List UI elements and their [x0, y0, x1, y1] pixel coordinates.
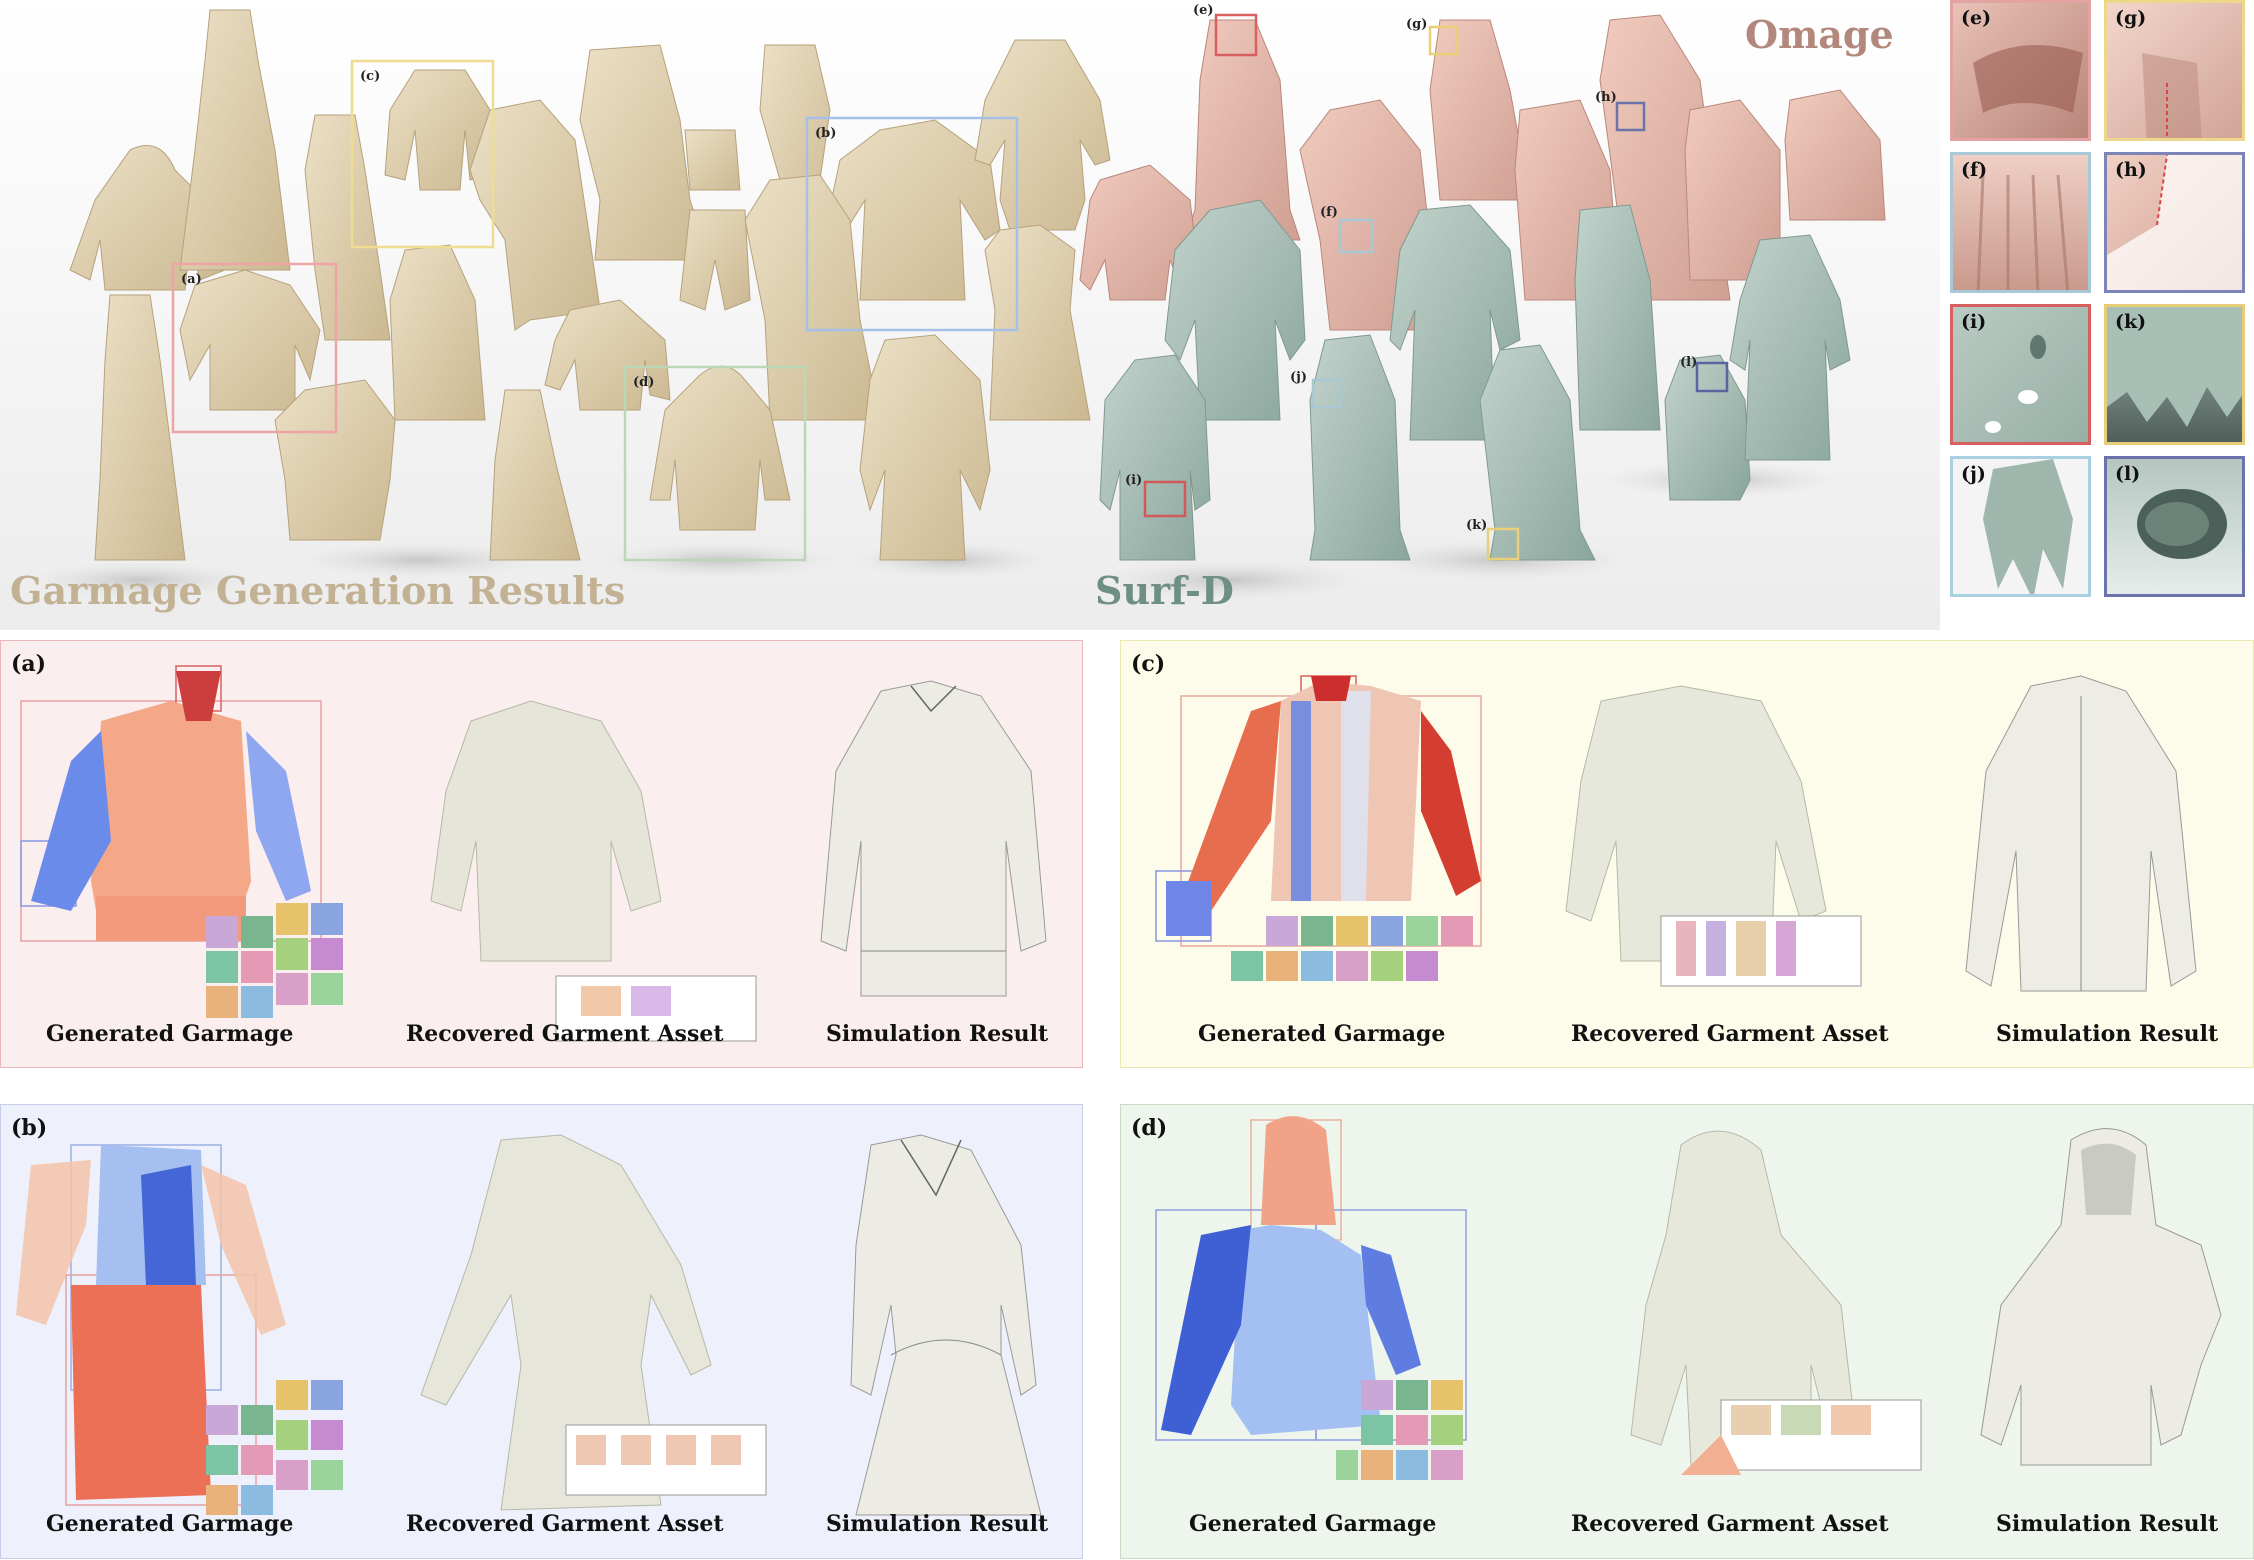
surfd-title: Surf-D: [1095, 568, 1234, 613]
tag-h: (h): [1595, 90, 1617, 105]
panel-d-label: (d): [1131, 1115, 1168, 1141]
tag-k: (k): [1466, 518, 1488, 533]
panel-d: (d) Generated Garmage: [1120, 1104, 2254, 1559]
panel-a-figure: [20, 665, 1047, 1042]
tag-g: (g): [1406, 17, 1428, 32]
panel-b-garmage: [16, 1144, 343, 1515]
teal-garments: [1099, 199, 1851, 561]
panel-c: (c) Generated Garmage R: [1120, 640, 2254, 1068]
omage-title: Omage: [1745, 12, 1894, 57]
top-results-figure: Garmage Generation Results Surf-D Omage …: [0, 0, 2254, 630]
zoom-k-label: (k): [2115, 311, 2147, 333]
zoom-j-label: (j): [1961, 463, 1986, 485]
panel-c-caption-generated: Generated Garmage: [1198, 1021, 1446, 1047]
panel-b-figure: [16, 1134, 1042, 1516]
box-k: [1486, 527, 1520, 561]
panel-a-caption-simulation: Simulation Result: [826, 1021, 1049, 1047]
panel-a-caption-recovered: Recovered Garment Asset: [406, 1021, 724, 1047]
panel-c-figure: [1155, 675, 2197, 992]
zoom-g: (g): [2104, 0, 2245, 141]
zoom-l-label: (l): [2115, 463, 2141, 485]
panel-a-caption-generated: Generated Garmage: [46, 1021, 294, 1047]
panel-c-simulation: [1965, 675, 2197, 992]
zoom-i: (i): [1950, 304, 2091, 445]
panel-a: (a): [0, 640, 1083, 1068]
tag-b: (b): [815, 126, 837, 141]
tag-a: (a): [181, 272, 202, 287]
panel-d-recovered: [1630, 1130, 1922, 1475]
panel-b-simulation: [850, 1134, 1042, 1516]
zoom-f-label: (f): [1961, 159, 1988, 181]
panel-c-caption-recovered: Recovered Garment Asset: [1571, 1021, 1889, 1047]
highlight-boxes: [171, 13, 1729, 562]
tag-j: (j): [1290, 370, 1308, 385]
box-c: [350, 59, 495, 249]
zoom-h: (h): [2104, 152, 2245, 293]
zoom-i-label: (i): [1961, 311, 1987, 333]
box-g: [1428, 25, 1459, 56]
box-j: [1311, 378, 1342, 409]
tag-c: (c): [360, 69, 381, 84]
panel-d-caption-simulation: Simulation Result: [1996, 1511, 2219, 1537]
tag-e: (e): [1193, 3, 1214, 18]
tag-l: (l): [1680, 355, 1698, 370]
zoom-e-label: (e): [1961, 7, 1992, 29]
tag-i: (i): [1125, 473, 1143, 488]
panel-b-caption-recovered: Recovered Garment Asset: [406, 1511, 724, 1537]
panel-c-caption-simulation: Simulation Result: [1996, 1021, 2219, 1047]
zoom-j: (j): [1950, 456, 2091, 597]
floor-shadows: [30, 462, 1840, 600]
panel-b-recovered: [420, 1134, 767, 1511]
panel-d-caption-generated: Generated Garmage: [1189, 1511, 1437, 1537]
tag-f: (f): [1320, 205, 1338, 220]
box-e: [1214, 13, 1258, 57]
garmage-results-title: Garmage Generation Results: [10, 568, 626, 613]
garment-renders: [0, 0, 1940, 630]
panel-b-caption-generated: Generated Garmage: [46, 1511, 294, 1537]
panel-d-figure: [1155, 1116, 2222, 1480]
panel-a-garmage: [20, 665, 343, 1018]
zoom-e: (e): [1950, 0, 2091, 141]
panel-d-caption-recovered: Recovered Garment Asset: [1571, 1511, 1889, 1537]
zoom-g-label: (g): [2115, 7, 2147, 29]
zoom-f: (f): [1950, 152, 2091, 293]
box-f: [1338, 218, 1374, 254]
panel-c-label: (c): [1131, 651, 1166, 677]
panel-a-label: (a): [11, 651, 47, 677]
zoom-h-label: (h): [2115, 159, 2147, 181]
zoom-l: (l): [2104, 456, 2245, 597]
zoom-k: (k): [2104, 304, 2245, 445]
panel-b-caption-simulation: Simulation Result: [826, 1511, 1049, 1537]
box-b: [805, 116, 1019, 332]
box-a: [171, 262, 338, 434]
panel-d-garmage: [1155, 1116, 1467, 1480]
box-d: [623, 365, 807, 562]
panel-a-recovered: [430, 700, 757, 1042]
panel-b: (b) Generated Garmage Recove: [0, 1104, 1083, 1559]
panel-a-simulation: [820, 680, 1047, 997]
panel-c-garmage: [1155, 675, 1482, 981]
panel-d-simulation: [1980, 1128, 2222, 1466]
panel-b-label: (b): [11, 1115, 48, 1141]
box-l: [1695, 361, 1729, 393]
box-h: [1615, 101, 1646, 132]
tag-d: (d): [633, 375, 655, 390]
panel-c-recovered: [1565, 685, 1862, 987]
box-i: [1143, 480, 1187, 518]
beige-garments: [69, 9, 1111, 561]
